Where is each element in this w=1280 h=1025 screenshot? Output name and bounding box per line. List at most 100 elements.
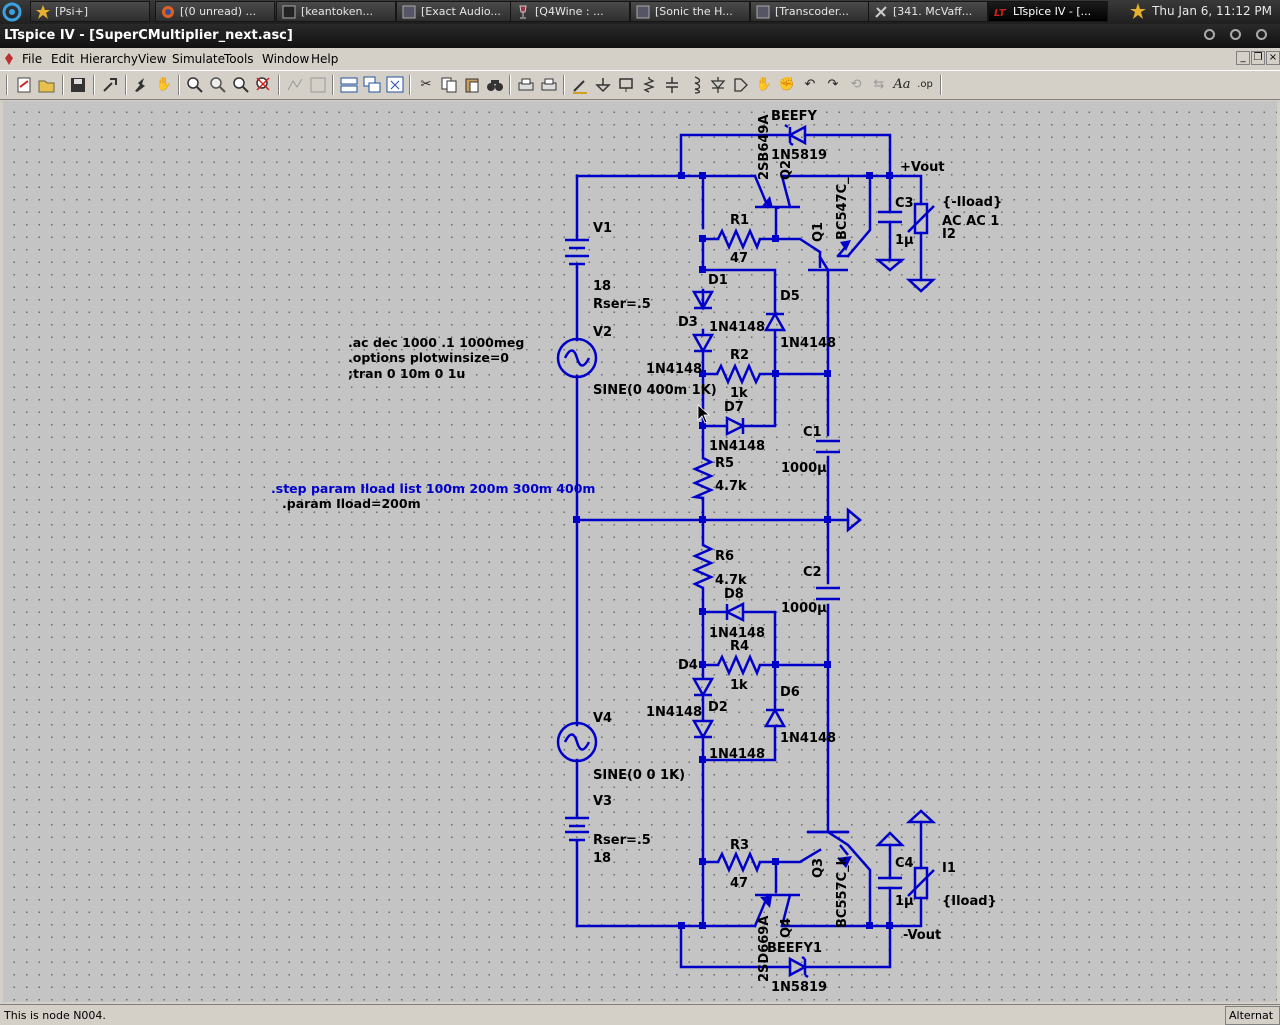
transistor-q2 (755, 205, 800, 209)
spice-directives[interactable]: .ac dec 1000 .1 1000meg .options plotwin… (271, 335, 595, 511)
label-q3: Q3 (811, 858, 826, 878)
menu-tools[interactable]: Tools (224, 52, 254, 66)
label-q4-model: 2SD669A (757, 916, 772, 982)
menu-help[interactable]: Help (311, 52, 339, 66)
label-ac: AC AC 1 (942, 214, 999, 229)
toolbar-separator (125, 75, 127, 95)
resistor-icon[interactable] (639, 75, 659, 95)
close-icon[interactable] (1256, 29, 1267, 40)
pan-icon[interactable]: ✋ (155, 77, 173, 92)
new-schematic-icon[interactable] (14, 75, 34, 95)
ground-icon[interactable] (593, 75, 613, 95)
find-icon[interactable] (485, 75, 505, 95)
window-titlebar[interactable]: LTspice IV - [SuperCMultiplier_next.asc] (0, 24, 1280, 48)
mirror-icon[interactable]: ⇆ (873, 77, 885, 92)
save-icon[interactable] (68, 75, 88, 95)
label-c3: C3 (895, 196, 914, 211)
label-d8-model: 1N4148 (709, 626, 765, 641)
taskbar-item-sonic[interactable]: [Sonic the H... (630, 1, 750, 22)
taskbar-item-terminal[interactable]: [keantoken... (276, 1, 396, 22)
taskbar-item-eac[interactable]: [Exact Audio... (396, 1, 516, 22)
run-icon[interactable] (131, 75, 151, 95)
tile-icon[interactable] (339, 75, 359, 95)
menu-edit[interactable]: Edit (51, 52, 75, 66)
label-q4: Q4 (779, 918, 794, 938)
drag-icon[interactable]: ✊ (778, 77, 796, 92)
fit-icon[interactable] (308, 75, 328, 95)
menu-hierarchy[interactable]: Hierarchy (80, 52, 139, 66)
menu-file[interactable]: File (22, 52, 43, 66)
supply-flag-c4 (874, 831, 906, 847)
cut-icon[interactable]: ✂ (420, 77, 432, 92)
label-d5-model: 1N4148 (780, 336, 836, 351)
maximize-icon[interactable] (1230, 29, 1241, 40)
inductor-icon[interactable] (685, 75, 705, 95)
label-q2: Q2 (779, 160, 794, 180)
rotate-icon[interactable]: ⟲ (850, 77, 862, 92)
close-all-icon[interactable] (385, 75, 405, 95)
directive-param: .param Iload=200m (282, 496, 421, 511)
label-r2-val: 1k (730, 386, 748, 401)
zoom-in-icon[interactable] (185, 75, 205, 95)
label-v1-val: 18 (593, 279, 611, 294)
label-icon[interactable] (616, 75, 636, 95)
taskbar-item-transcoder[interactable]: [Transcoder... (750, 1, 870, 22)
spice-directive-icon[interactable]: .op (917, 79, 933, 90)
diode-d3 (691, 333, 715, 354)
label-vout-neg: -Vout (903, 928, 941, 943)
ltspice-doc-icon[interactable] (4, 52, 14, 69)
label-c4: C4 (895, 856, 914, 871)
label-i1: I1 (942, 861, 956, 876)
control-panel-icon[interactable] (100, 75, 120, 95)
taskbar-item-psi[interactable]: [Psi+] (30, 1, 150, 22)
label-d-bot: 1N5819 (771, 980, 827, 995)
print-setup-icon[interactable] (516, 75, 536, 95)
mdi-minimize-icon[interactable]: _ (1236, 51, 1250, 65)
firefox-icon (161, 5, 175, 19)
open-icon[interactable] (37, 75, 57, 95)
print-icon[interactable] (539, 75, 559, 95)
menu-simulate[interactable]: Simulate (172, 52, 226, 66)
autorange-icon[interactable] (285, 75, 305, 95)
menu-view[interactable]: View (138, 52, 167, 66)
zoom-area-icon[interactable] (208, 75, 228, 95)
copy-icon[interactable] (439, 75, 459, 95)
mdi-restore-icon[interactable]: ❐ (1251, 51, 1265, 65)
diode-d6 (763, 707, 787, 728)
capacitor-icon[interactable] (662, 75, 682, 95)
move-icon[interactable]: ✋ (755, 77, 773, 92)
zoom-out-icon[interactable] (231, 75, 251, 95)
redo-icon[interactable]: ↷ (827, 77, 839, 92)
label-c3-val: 1µ (895, 233, 914, 248)
label-beefy: BEEFY (771, 109, 818, 124)
schematic-canvas[interactable]: BEEFY 1N5819 2SB649A Q2 +Vout BC547C_ C3… (3, 101, 1277, 1002)
menu-window[interactable]: Window (262, 52, 310, 66)
capacitor-c1 (816, 439, 840, 454)
diode-icon[interactable] (708, 75, 728, 95)
minimize-icon[interactable] (1204, 29, 1215, 40)
component-icon[interactable] (731, 75, 751, 95)
text-icon[interactable]: Aa (893, 77, 911, 92)
statusbar: This is node N004. Alternat (0, 1004, 1280, 1025)
wire-icon[interactable] (570, 75, 590, 95)
diode-beefy1 (788, 955, 809, 979)
taskbar-item-firefox[interactable]: [(0 unread) ... (155, 1, 275, 22)
label-beefy1: BEEFY1 (767, 941, 822, 956)
label-d-top: 1N5819 (771, 148, 827, 163)
diode-d5 (763, 311, 787, 332)
os-menu-icon[interactable] (0, 0, 26, 24)
label-d1: D1 (708, 273, 728, 288)
mdi-close-icon[interactable]: × (1266, 51, 1280, 65)
battery-v1 (565, 235, 589, 268)
cascade-icon[interactable] (362, 75, 382, 95)
window-icon (636, 5, 650, 19)
undo-icon[interactable]: ↶ (804, 77, 816, 92)
zoom-fit-icon[interactable] (254, 75, 274, 95)
label-r5-val: 4.7k (715, 479, 747, 494)
resistor-r3 (716, 850, 762, 874)
taskbar-item-q4wine[interactable]: [Q4Wine : ... (510, 1, 630, 22)
clock[interactable]: Thu Jan 6, 11:12 PM (1130, 0, 1272, 24)
taskbar-item-mcvaff[interactable]: [341. McVaff... (868, 1, 988, 22)
paste-icon[interactable] (462, 75, 482, 95)
